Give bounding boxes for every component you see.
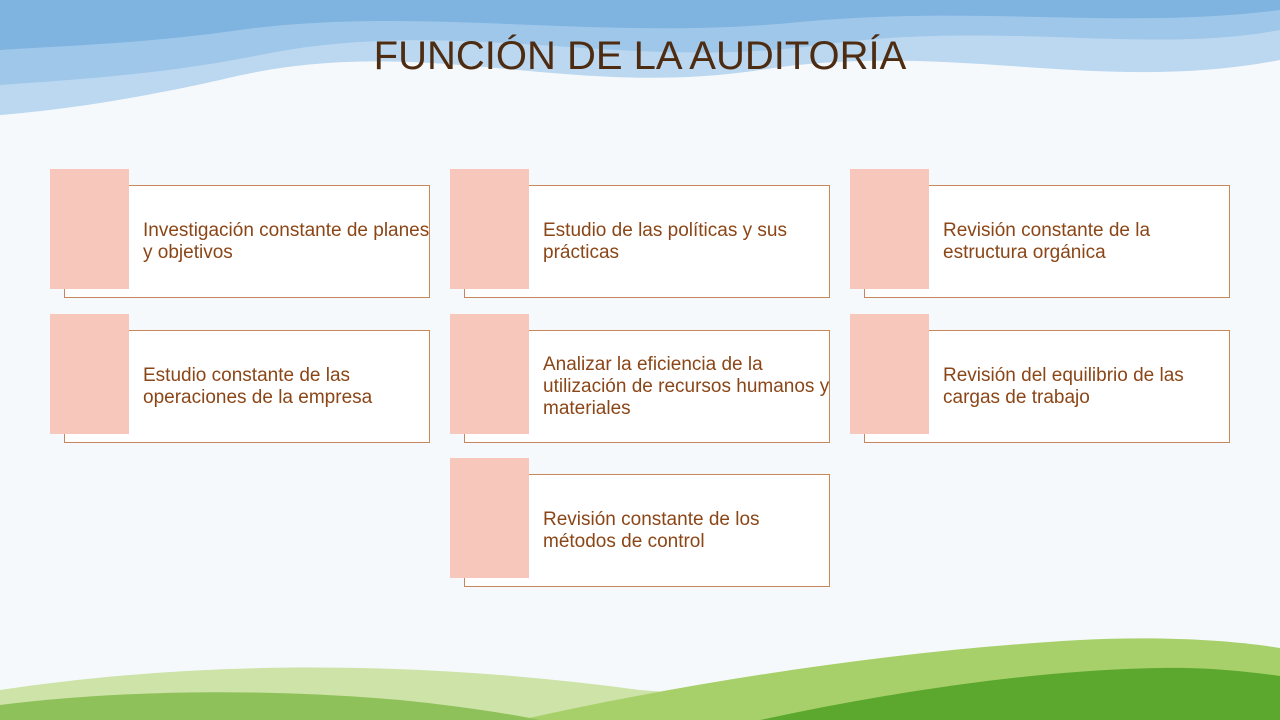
card-eficiencia: Analizar la eficiencia de la utilización… <box>450 314 830 443</box>
card-metodos-control: Revisión constante de los métodos de con… <box>450 458 830 587</box>
card-accent-block <box>50 169 129 289</box>
card-equilibrio: Revisión del equilibrio de las cargas de… <box>850 314 1230 443</box>
card-text: Estudio de las políticas y sus prácticas <box>543 219 787 263</box>
card-politicas: Estudio de las políticas y sus prácticas <box>450 169 830 298</box>
card-text: Estudio constante de las operaciones de … <box>143 364 373 408</box>
card-accent-block <box>450 458 529 578</box>
card-accent-block <box>450 314 529 434</box>
card-text: Revisión constante de los métodos de con… <box>543 508 760 552</box>
card-accent-block <box>850 169 929 289</box>
sky-wave-front <box>0 0 1280 50</box>
card-accent-block <box>850 314 929 434</box>
card-text: Investigación constante de planes y obje… <box>143 219 430 263</box>
card-estructura: Revisión constante de la estructura orgá… <box>850 169 1230 298</box>
card-text: Revisión constante de la estructura orgá… <box>943 219 1151 263</box>
grass-hill-front <box>760 667 1280 720</box>
grass-hill-left <box>0 692 540 720</box>
card-investigacion: Investigación constante de planes y obje… <box>50 169 430 298</box>
card-accent-block <box>450 169 529 289</box>
card-text: Revisión del equilibrio de las cargas de… <box>943 364 1184 408</box>
card-operaciones: Estudio constante de las operaciones de … <box>50 314 430 443</box>
card-text: Analizar la eficiencia de la utilización… <box>543 353 830 419</box>
slide-title: FUNCIÓN DE LA AUDITORÍA <box>373 34 907 78</box>
card-accent-block <box>50 314 129 434</box>
